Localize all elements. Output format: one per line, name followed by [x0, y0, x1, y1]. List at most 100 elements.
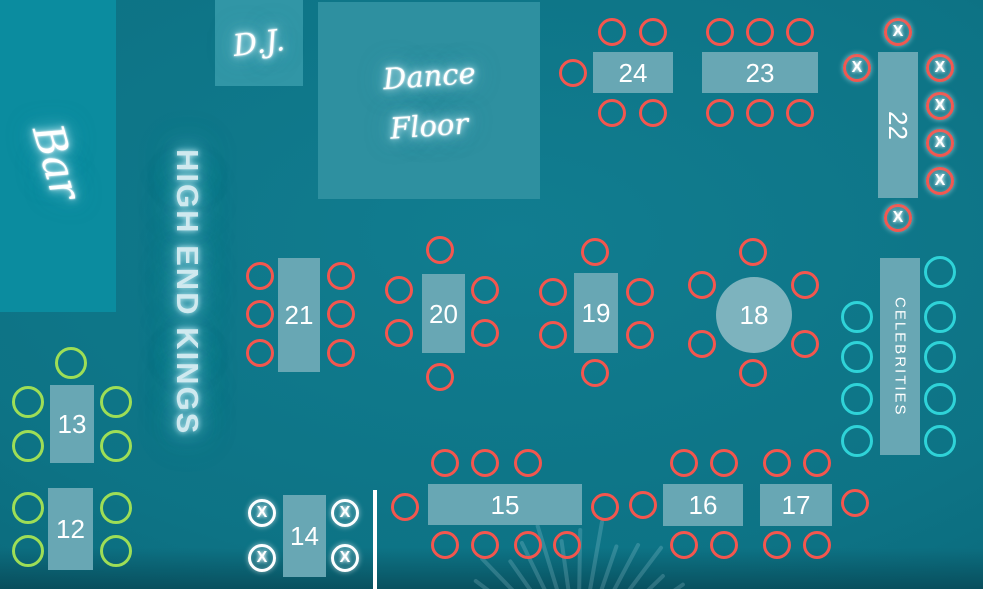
- chair-table-16[interactable]: [670, 531, 698, 559]
- table-23[interactable]: 23: [702, 52, 818, 93]
- chair-table-18[interactable]: [791, 330, 819, 358]
- chair-table-22[interactable]: X: [926, 92, 954, 120]
- chair-table-23[interactable]: [706, 18, 734, 46]
- chair-table-15[interactable]: [514, 531, 542, 559]
- chair-table-24[interactable]: [598, 18, 626, 46]
- chair-table-celebrities[interactable]: [841, 301, 873, 333]
- chair-table-15[interactable]: [431, 449, 459, 477]
- chair-table-16[interactable]: [710, 531, 738, 559]
- chair-table-12[interactable]: [100, 535, 132, 567]
- table-18[interactable]: 18: [716, 277, 792, 353]
- chair-table-16[interactable]: [670, 449, 698, 477]
- chair-table-13[interactable]: [100, 386, 132, 418]
- chair-table-18[interactable]: [688, 271, 716, 299]
- chair-table-17[interactable]: [763, 531, 791, 559]
- chair-table-17[interactable]: [763, 449, 791, 477]
- table-24[interactable]: 24: [593, 52, 673, 93]
- chair-table-13[interactable]: [100, 430, 132, 462]
- chair-table-14[interactable]: X: [248, 499, 276, 527]
- chair-table-22[interactable]: X: [926, 167, 954, 195]
- chair-table-17[interactable]: [841, 489, 869, 517]
- chair-table-23[interactable]: [706, 99, 734, 127]
- chair-table-18[interactable]: [688, 330, 716, 358]
- chair-table-celebrities[interactable]: [841, 425, 873, 457]
- chair-table-24[interactable]: [639, 99, 667, 127]
- table-celebrities[interactable]: CELEBRITIES: [880, 258, 920, 455]
- chair-table-20[interactable]: [426, 236, 454, 264]
- chair-table-14[interactable]: X: [331, 544, 359, 572]
- table-22[interactable]: 22: [878, 52, 918, 198]
- chair-table-20[interactable]: [426, 363, 454, 391]
- chair-table-13[interactable]: [12, 386, 44, 418]
- chair-table-21[interactable]: [327, 262, 355, 290]
- chair-table-19[interactable]: [626, 278, 654, 306]
- chair-table-12[interactable]: [12, 492, 44, 524]
- chair-table-24[interactable]: [559, 59, 587, 87]
- chair-table-18[interactable]: [739, 238, 767, 266]
- chair-table-20[interactable]: [471, 276, 499, 304]
- chair-table-celebrities[interactable]: [924, 301, 956, 333]
- chair-table-18[interactable]: [791, 271, 819, 299]
- chair-table-12[interactable]: [12, 535, 44, 567]
- chair-table-12[interactable]: [100, 492, 132, 524]
- table-14[interactable]: 14: [283, 495, 326, 577]
- chair-table-23[interactable]: [786, 99, 814, 127]
- chair-table-14[interactable]: X: [331, 499, 359, 527]
- chair-table-22[interactable]: X: [884, 204, 912, 232]
- chair-table-19[interactable]: [626, 321, 654, 349]
- table-13[interactable]: 13: [50, 385, 94, 463]
- chair-table-celebrities[interactable]: [924, 383, 956, 415]
- chair-table-20[interactable]: [385, 319, 413, 347]
- table-16[interactable]: 16: [663, 484, 743, 526]
- table-12[interactable]: 12: [48, 488, 93, 570]
- bar-zone[interactable]: Bar: [0, 0, 116, 312]
- table-20[interactable]: 20: [422, 274, 465, 353]
- chair-table-14[interactable]: X: [248, 544, 276, 572]
- chair-table-22[interactable]: X: [926, 129, 954, 157]
- chair-table-15[interactable]: [514, 449, 542, 477]
- chair-table-15[interactable]: [471, 449, 499, 477]
- chair-table-23[interactable]: [786, 18, 814, 46]
- chair-table-22[interactable]: X: [926, 54, 954, 82]
- chair-table-celebrities[interactable]: [924, 341, 956, 373]
- chair-table-19[interactable]: [581, 359, 609, 387]
- chair-table-20[interactable]: [471, 319, 499, 347]
- chair-table-19[interactable]: [539, 321, 567, 349]
- chair-table-23[interactable]: [746, 99, 774, 127]
- chair-table-22[interactable]: X: [884, 18, 912, 46]
- table-19[interactable]: 19: [574, 273, 618, 353]
- chair-table-celebrities[interactable]: [924, 425, 956, 457]
- chair-table-23[interactable]: [746, 18, 774, 46]
- table-17[interactable]: 17: [760, 484, 832, 526]
- dj-booth-zone[interactable]: D.J.: [215, 0, 303, 86]
- chair-table-15[interactable]: [471, 531, 499, 559]
- chair-table-21[interactable]: [327, 339, 355, 367]
- chair-table-21[interactable]: [246, 300, 274, 328]
- chair-table-celebrities[interactable]: [841, 341, 873, 373]
- chair-table-16[interactable]: [710, 449, 738, 477]
- chair-table-17[interactable]: [803, 449, 831, 477]
- chair-table-17[interactable]: [803, 531, 831, 559]
- chair-table-15[interactable]: [431, 531, 459, 559]
- chair-table-21[interactable]: [327, 300, 355, 328]
- chair-table-21[interactable]: [246, 262, 274, 290]
- chair-table-celebrities[interactable]: [924, 256, 956, 288]
- table-21[interactable]: 21: [278, 258, 320, 372]
- chair-table-15[interactable]: [553, 531, 581, 559]
- chair-table-celebrities[interactable]: [841, 383, 873, 415]
- chair-table-24[interactable]: [639, 18, 667, 46]
- chair-table-20[interactable]: [385, 276, 413, 304]
- chair-table-19[interactable]: [539, 278, 567, 306]
- chair-table-22[interactable]: X: [843, 54, 871, 82]
- chair-table-15[interactable]: [591, 493, 619, 521]
- chair-table-21[interactable]: [246, 339, 274, 367]
- chair-table-18[interactable]: [739, 359, 767, 387]
- chair-table-16[interactable]: [629, 491, 657, 519]
- chair-table-13[interactable]: [12, 430, 44, 462]
- chair-table-19[interactable]: [581, 238, 609, 266]
- dance-floor-zone[interactable]: Dance Floor: [318, 2, 540, 199]
- chair-table-13[interactable]: [55, 347, 87, 379]
- chair-table-24[interactable]: [598, 99, 626, 127]
- chair-table-15[interactable]: [391, 493, 419, 521]
- table-15[interactable]: 15: [428, 484, 582, 525]
